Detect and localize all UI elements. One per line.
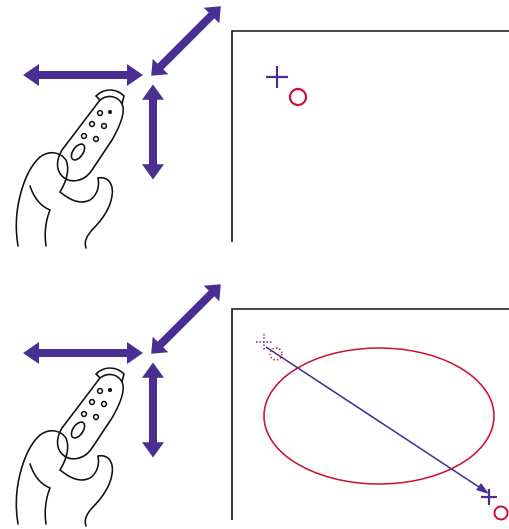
bottom-screen [232,309,509,520]
target-circle-icon [495,507,508,520]
trajectory-line [266,347,489,494]
crosshair-cursor-icon [266,66,288,88]
bottom-panel [16,276,509,526]
vertical-arrow-icon [142,363,164,458]
vertical-arrow-icon [142,85,164,180]
diagonal-arrow-icon [143,0,228,84]
top-panel [16,0,509,248]
hand-icon [16,153,112,248]
dotted-start-cursor-icon [256,334,272,350]
top-screen [232,31,509,242]
hand-icon [16,431,112,526]
horizontal-arrow-icon [23,342,143,364]
horizontal-arrow-icon [23,64,143,86]
diagonal-arrow-icon [143,276,228,361]
target-circle-icon [290,89,306,105]
